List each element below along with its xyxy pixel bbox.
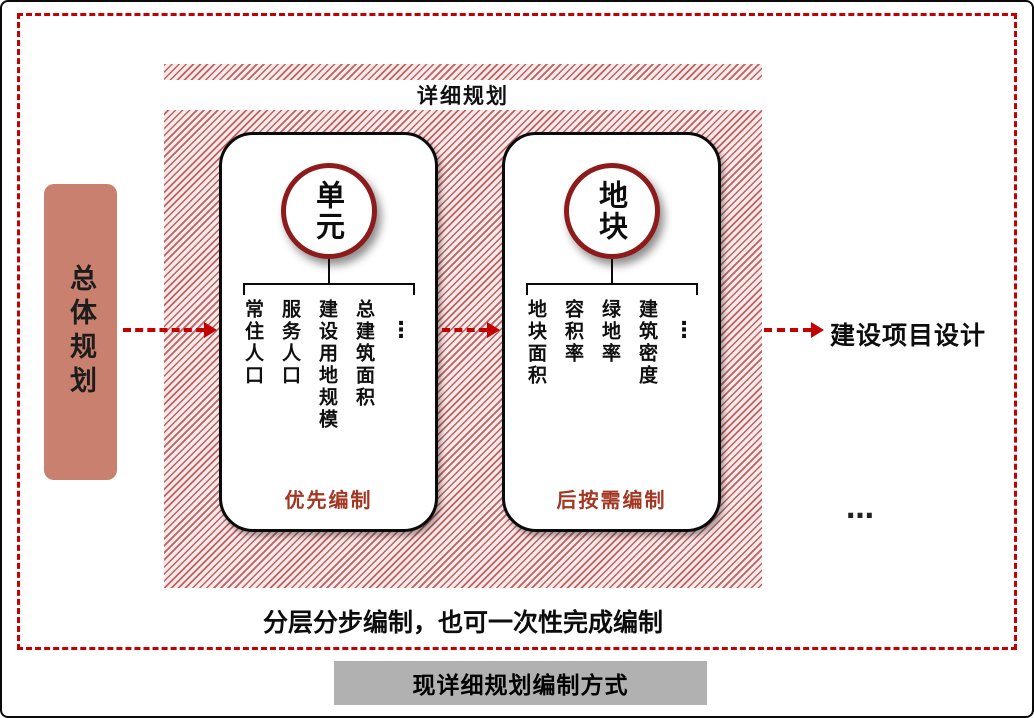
unit-items: 常住人口 服务人口 建设用地规模 总建筑面积 ⋮ bbox=[222, 295, 435, 484]
arrow-parcel-to-output bbox=[764, 322, 824, 338]
arrow-line bbox=[442, 328, 487, 332]
unit-item-total-floor-area: 总建筑面积 bbox=[352, 299, 375, 409]
parcel-item-green-ratio: 绿地率 bbox=[598, 299, 621, 365]
arrow-head-icon bbox=[487, 322, 500, 338]
detailed-plan-title-band: 详细规划 bbox=[164, 80, 762, 110]
unit-bracket-stem bbox=[327, 259, 330, 283]
unit-item-permanent-population: 常住人口 bbox=[241, 299, 264, 387]
unit-panel: 单元 常住人口 服务人口 建设用地规模 总建筑面积 ⋮ 优先编制 bbox=[219, 132, 438, 532]
arrow-master-to-unit bbox=[123, 322, 217, 338]
more-ellipsis: … bbox=[846, 492, 874, 525]
unit-item-service-population: 服务人口 bbox=[278, 299, 301, 387]
parcel-items-ellipsis: ⋮ bbox=[673, 318, 698, 343]
unit-items-ellipsis: ⋮ bbox=[390, 318, 415, 343]
dashed-border-frame bbox=[17, 13, 1017, 650]
unit-footer-label: 优先编制 bbox=[284, 488, 373, 512]
arrow-line bbox=[123, 328, 204, 332]
bottom-bar: 现详细规划编制方式 bbox=[334, 661, 707, 705]
arrow-line bbox=[764, 328, 811, 332]
parcel-footer-label: 后按需编制 bbox=[556, 488, 667, 512]
unit-item-construction-land-scale: 建设用地规模 bbox=[315, 299, 338, 431]
arrow-head-icon bbox=[811, 322, 824, 338]
arrow-head-icon bbox=[204, 322, 217, 338]
detailed-plan-title: 详细规划 bbox=[417, 84, 509, 108]
parcel-bracket bbox=[525, 283, 698, 295]
parcel-item-far: 容积率 bbox=[561, 299, 584, 365]
bottom-bar-label: 现详细规划编制方式 bbox=[412, 673, 629, 699]
parcel-panel: 地块 地块面积 容积率 绿地率 建筑密度 ⋮ 后按需编制 bbox=[502, 132, 721, 532]
unit-bracket bbox=[242, 283, 415, 295]
output-label: 建设项目设计 bbox=[830, 321, 987, 350]
unit-circle-label: 单元 bbox=[311, 180, 346, 242]
caption-text: 分层分步编制，也可一次性完成编制 bbox=[262, 608, 663, 637]
master-plan-box: 总体规划 bbox=[44, 184, 117, 480]
parcel-items: 地块面积 容积率 绿地率 建筑密度 ⋮ bbox=[505, 295, 718, 484]
parcel-item-building-density: 建筑密度 bbox=[635, 299, 658, 387]
parcel-circle-label: 地块 bbox=[594, 180, 629, 242]
master-plan-label: 总体规划 bbox=[65, 264, 96, 400]
arrow-unit-to-parcel bbox=[442, 322, 500, 338]
parcel-item-plot-area: 地块面积 bbox=[524, 299, 547, 387]
unit-circle: 单元 bbox=[280, 163, 377, 259]
parcel-bracket-stem bbox=[610, 259, 613, 283]
parcel-circle: 地块 bbox=[563, 163, 660, 259]
